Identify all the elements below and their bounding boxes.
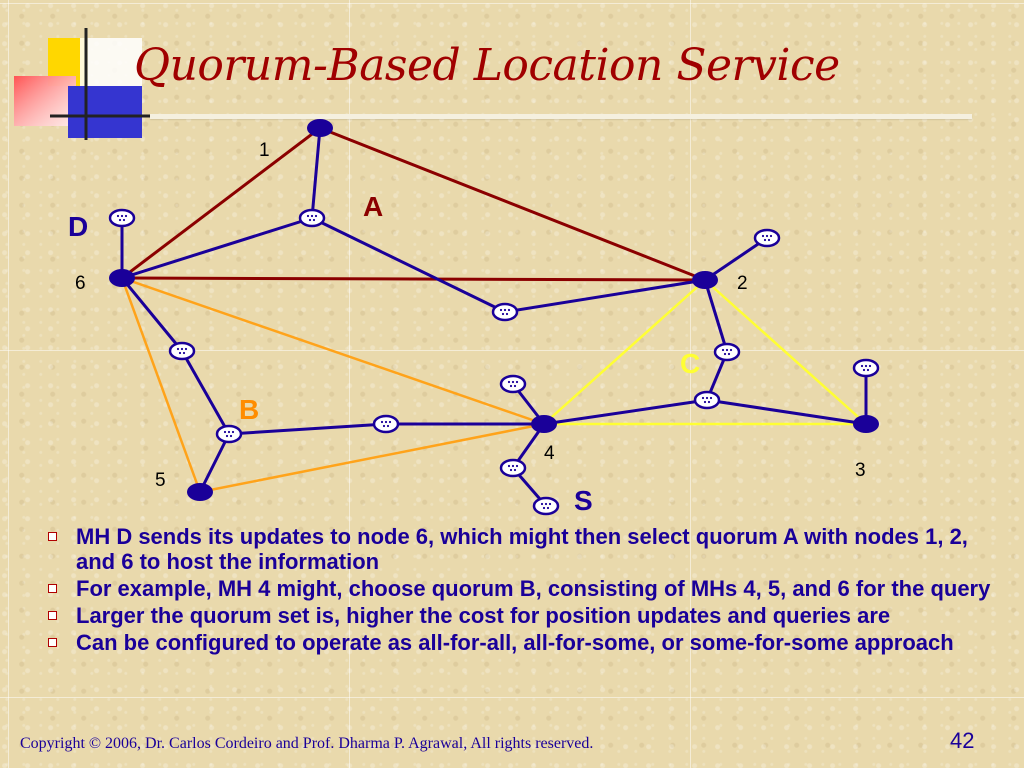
bullet-square-icon <box>48 611 57 620</box>
edge-6-1 <box>121 126 321 280</box>
host-node <box>491 302 519 322</box>
edge-6-5 <box>120 277 202 493</box>
node-5 <box>187 483 213 501</box>
quorum-b-edges <box>120 276 545 494</box>
edge-6-4 <box>121 276 545 426</box>
bullet-list: MH D sends its updates to node 6, which … <box>44 524 994 657</box>
bullet-item: For example, MH 4 might, choose quorum B… <box>44 576 994 601</box>
host-node <box>168 341 196 361</box>
page-number: 42 <box>950 728 975 753</box>
decorative-logo <box>10 28 150 140</box>
host-node <box>693 390 721 410</box>
node-6-label: 6 <box>75 273 86 294</box>
edge-1-2 <box>319 126 706 282</box>
node-3 <box>853 415 879 433</box>
host-nodes <box>108 208 880 516</box>
node-2-label: 2 <box>737 273 748 294</box>
host-s-label: S <box>574 485 593 516</box>
quorum-c-edges <box>543 279 867 426</box>
edge-5-4 <box>199 422 545 494</box>
link-edges <box>120 127 868 507</box>
edge-6-2 <box>121 276 706 282</box>
copyright-notice: Copyright © 2006, Dr. Carlos Cordeiro an… <box>20 735 594 752</box>
quorum-b-label: B <box>239 394 259 425</box>
bullet-item: Larger the quorum set is, higher the cos… <box>44 603 994 628</box>
node-6 <box>109 269 135 287</box>
slide-title: Quorum-Based Location Service <box>134 40 840 91</box>
host-d-label: D <box>68 211 88 242</box>
quorum-nodes <box>109 119 879 501</box>
bullet-item: Can be configured to operate as all-for-… <box>44 630 994 655</box>
host-node <box>499 458 527 478</box>
node-2 <box>692 271 718 289</box>
host-node <box>532 496 560 516</box>
node-1 <box>307 119 333 137</box>
host-node <box>215 424 243 444</box>
edge-4-2 <box>543 279 706 425</box>
quorum-a-label: A <box>363 191 383 222</box>
quorum-c-label: C <box>680 348 700 379</box>
bullet-square-icon <box>48 532 57 541</box>
host-node <box>852 358 880 378</box>
network-diagram: 1 2 3 4 5 6 A B C D S <box>68 119 880 516</box>
node-4-label: 4 <box>544 443 555 464</box>
host-node <box>298 208 326 228</box>
host-node <box>713 342 741 362</box>
host-node-dots <box>116 214 872 510</box>
host-node <box>499 374 527 394</box>
host-node <box>108 208 136 228</box>
bullet-square-icon <box>48 584 57 593</box>
host-node <box>753 228 781 248</box>
title-underline <box>150 114 972 119</box>
quorum-a-edges <box>121 126 706 282</box>
node-5-label: 5 <box>155 470 166 491</box>
bullet-item: MH D sends its updates to node 6, which … <box>44 524 994 574</box>
edge-2-3 <box>704 279 867 425</box>
node-4 <box>531 415 557 433</box>
node-1-label: 1 <box>259 140 270 161</box>
bullet-square-icon <box>48 638 57 647</box>
node-3-label: 3 <box>855 460 866 481</box>
host-node <box>372 414 400 434</box>
